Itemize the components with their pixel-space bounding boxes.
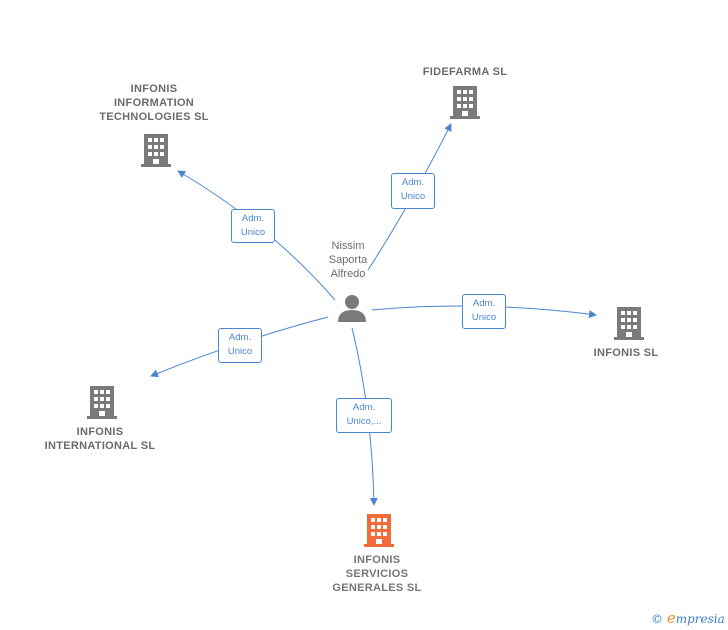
person-name[interactable]: Nissim Saporta Alfredo bbox=[328, 240, 368, 280]
footer-branding: © empresia bbox=[651, 609, 725, 627]
company-name-infonis-sl[interactable]: INFONIS SL bbox=[593, 347, 659, 359]
brand-logo-initial: e bbox=[666, 609, 676, 627]
relation-badge-infonis-sl[interactable]: Adm. Unico bbox=[462, 294, 506, 329]
relation-badge-infonis-international[interactable]: Adm. Unico bbox=[218, 328, 262, 363]
company-name-infonis-international[interactable]: INFONIS INTERNATIONAL SL bbox=[44, 426, 156, 452]
building-icon[interactable] bbox=[87, 386, 117, 419]
brand-logo-text: mpresia bbox=[675, 612, 725, 626]
relation-badge-fidefarma[interactable]: Adm. Unico bbox=[391, 173, 435, 209]
building-icon[interactable] bbox=[614, 307, 644, 340]
person-icon[interactable] bbox=[338, 295, 366, 322]
company-name-fidefarma[interactable]: FIDEFARMA SL bbox=[422, 66, 508, 78]
copyright-symbol: © bbox=[651, 612, 663, 626]
company-name-infonis-servicios[interactable]: INFONIS SERVICIOS GENERALES SL bbox=[332, 554, 422, 594]
building-icon[interactable] bbox=[450, 86, 480, 119]
relation-badge-infonis-servicios[interactable]: Adm. Unico,... bbox=[336, 398, 392, 433]
building-icon-highlighted[interactable] bbox=[364, 514, 394, 547]
relation-badge-infonis-it[interactable]: Adm. Unico bbox=[231, 209, 275, 243]
building-icon[interactable] bbox=[141, 134, 171, 167]
company-name-infonis-it[interactable]: INFONIS INFORMATION TECHNOLOGIES SL bbox=[99, 83, 209, 123]
